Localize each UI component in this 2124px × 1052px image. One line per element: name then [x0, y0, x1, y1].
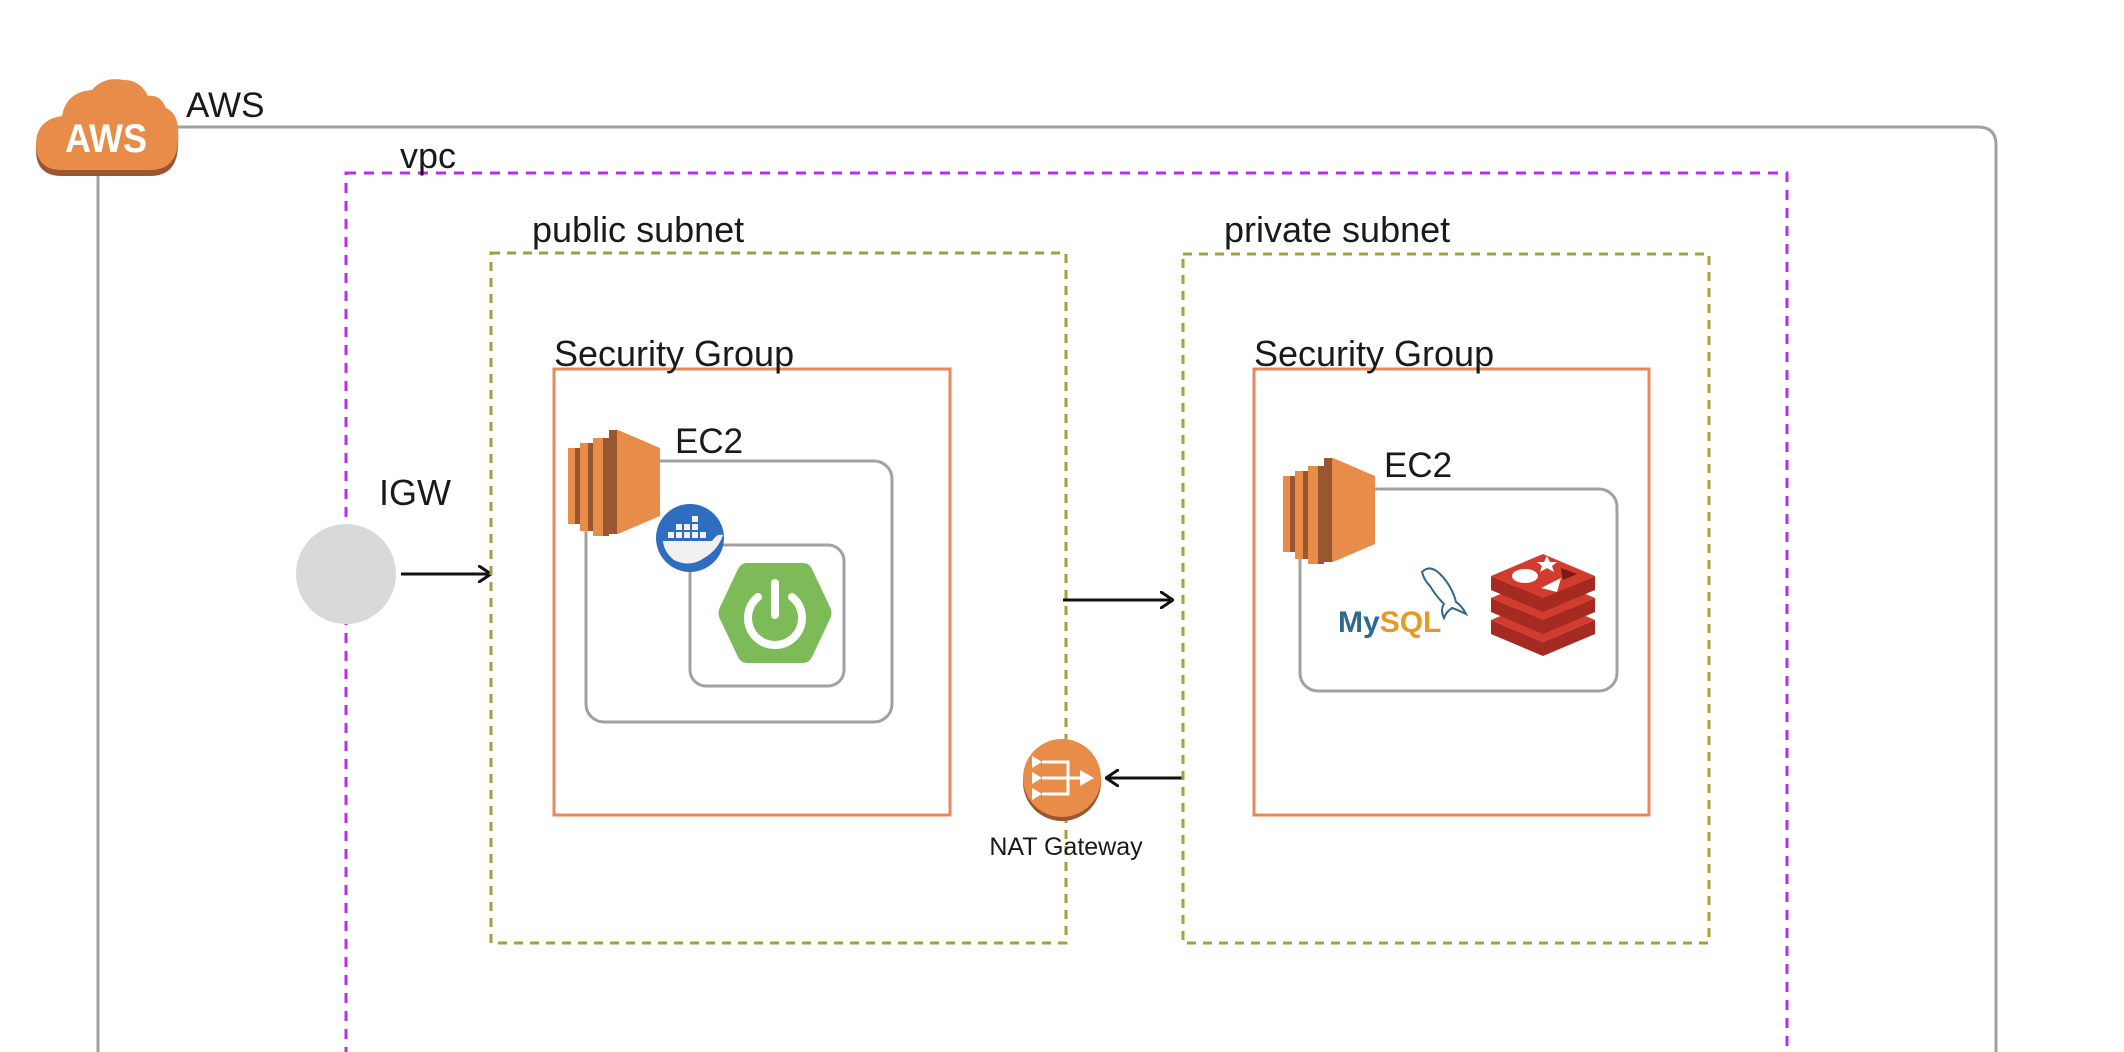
- docker-icon: [656, 504, 724, 572]
- private-subnet: [1181, 252, 1711, 945]
- private-security-group-border: [1252, 367, 1651, 817]
- ec2-instance-icon: [568, 430, 660, 536]
- aws-cloud-icon-text: AWS: [65, 117, 147, 161]
- public-security-group-label: Security Group: [554, 333, 794, 374]
- public-security-group-border: [552, 367, 952, 817]
- mysql-logo-text: MySQL: [1338, 606, 1441, 639]
- private-ec2-box[interactable]: [1298, 487, 1619, 693]
- nat-gateway-label: NAT Gateway: [989, 833, 1143, 861]
- public-subnet-border: [489, 251, 1068, 945]
- internet-gateway-icon[interactable]: [296, 524, 396, 624]
- spring-boot-icon: [718, 563, 832, 663]
- aws-boundary-border: [150, 125, 1998, 1052]
- vpc-label: vpc: [400, 135, 456, 176]
- private-security-group-label: Security Group: [1254, 333, 1494, 374]
- ec2-instance-icon: [1283, 458, 1375, 564]
- mysql-icon: MySQL: [1338, 567, 1469, 639]
- public-subnet-label: public subnet: [532, 209, 744, 250]
- redis-icon: [1491, 554, 1595, 656]
- aws-boundary: [96, 125, 1998, 1052]
- aws-label: AWS: [186, 86, 264, 125]
- nat-gateway-icon[interactable]: [1023, 739, 1101, 821]
- aws-cloud-icon: AWS: [36, 79, 179, 176]
- public-subnet: [489, 251, 1068, 945]
- public-ec2-label: EC2: [675, 422, 743, 461]
- private-ec2-label: EC2: [1384, 446, 1452, 485]
- private-subnet-label: private subnet: [1224, 209, 1450, 250]
- public-ec2-box[interactable]: [584, 459, 894, 724]
- igw-label: IGW: [379, 472, 451, 513]
- private-subnet-border: [1181, 252, 1711, 945]
- docker-container-box[interactable]: [688, 543, 846, 688]
